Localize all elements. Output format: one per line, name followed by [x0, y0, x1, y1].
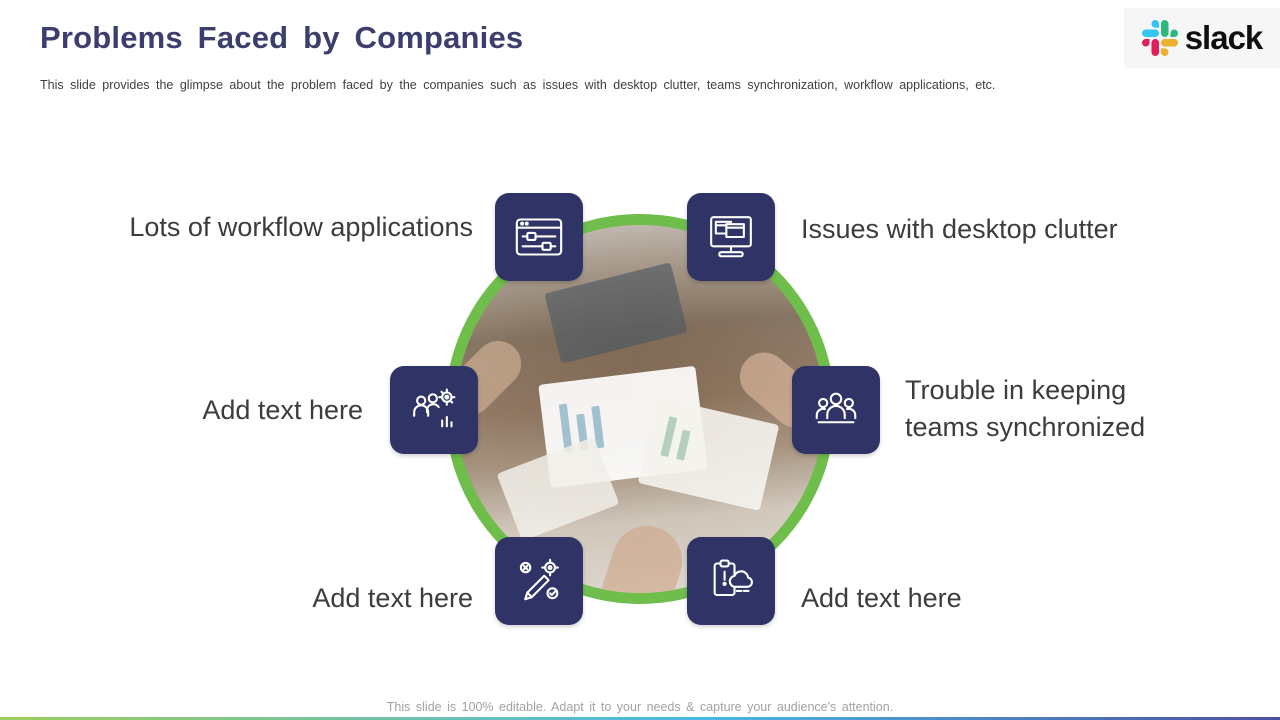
- item-label-desktop-clutter: Issues with desktop clutter: [801, 214, 1118, 244]
- slide-subtitle: This slide provides the glimpse about th…: [40, 78, 996, 92]
- page-title: Problems Faced by Companies: [40, 20, 524, 55]
- footer-note: This slide is 100% editable. Adapt it to…: [386, 700, 894, 714]
- cloud-document-icon: [713, 559, 753, 597]
- bottom-accent-bar: [0, 717, 1280, 720]
- item-label-add-text-left: Add text here: [202, 395, 363, 425]
- team-gear-tile: [390, 366, 478, 454]
- edit-gear-tile: [495, 537, 583, 625]
- item-label-workflow-applications: Lots of workflow applications: [129, 212, 473, 242]
- slack-logo-text: slack: [1184, 19, 1264, 56]
- cloud-document-tile: [687, 537, 775, 625]
- slack-logo: slack: [1124, 8, 1280, 68]
- slack-hash-icon: [1141, 20, 1178, 56]
- edit-gear-icon: [519, 558, 559, 601]
- workflow-applications-icon: [515, 218, 563, 256]
- workflow-applications-tile: [495, 193, 583, 281]
- desktop-clutter-icon: [710, 216, 752, 258]
- desktop-clutter-tile: [687, 193, 775, 281]
- item-label-add-text-bottom-right: Add text here: [801, 583, 962, 613]
- teams-synchronized-icon: [815, 392, 857, 424]
- item-label-teams-synchronized: Trouble in keeping teams synchronized: [905, 375, 1146, 442]
- team-gear-icon: [413, 388, 456, 428]
- item-label-add-text-bottom-left: Add text here: [312, 583, 473, 613]
- teams-synchronized-tile: [792, 366, 880, 454]
- photo-fade-overlay: [456, 225, 824, 593]
